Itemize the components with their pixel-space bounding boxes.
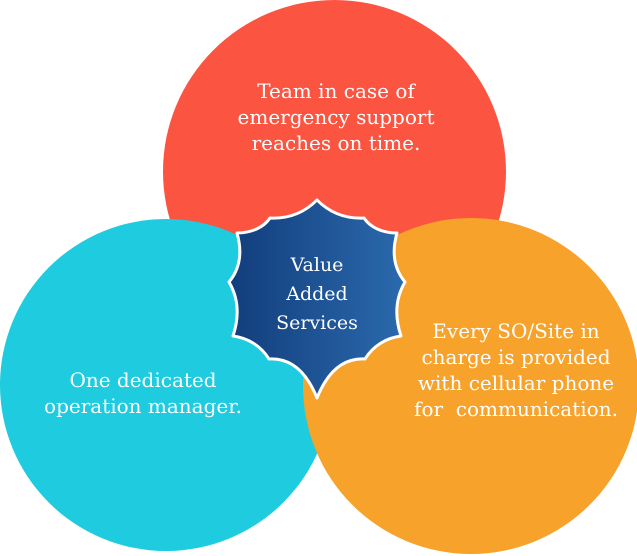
operation-manager-line: One dedicated — [69, 368, 217, 392]
emergency-support-line: emergency support — [237, 105, 435, 129]
value-added-services-line: Services — [276, 312, 358, 334]
cellular-phone-line: charge is provided — [421, 345, 611, 369]
operation-manager-line: operation manager. — [44, 394, 242, 418]
cellular-phone-line: with cellular phone — [417, 371, 615, 395]
value-added-services-line: Added — [286, 283, 348, 305]
operation-manager-text: One dedicated operation manager. — [30, 367, 256, 419]
cellular-phone-line: for communication. — [414, 397, 618, 421]
shield-icon — [227, 198, 407, 400]
emergency-support-line: reaches on time. — [251, 131, 421, 155]
emergency-support-line: Team in case of — [257, 79, 415, 103]
cellular-phone-line: Every SO/Site in — [432, 319, 600, 343]
cellular-phone-text: Every SO/Site in charge is provided with… — [398, 318, 634, 422]
emergency-support-text: Team in case of emergency support reache… — [218, 78, 454, 156]
value-added-services-line: Value — [290, 254, 344, 276]
value-added-services-text: Value Added Services — [262, 251, 372, 338]
